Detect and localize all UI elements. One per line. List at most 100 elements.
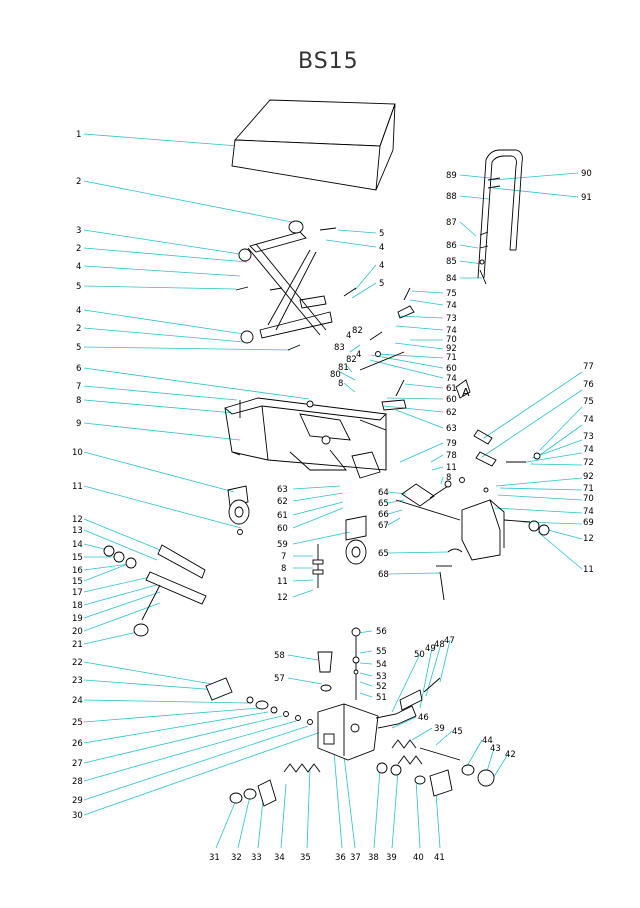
label-8: 8 — [76, 396, 81, 406]
label-6: 6 — [76, 364, 81, 374]
label-63: 63 — [277, 485, 288, 495]
label-21: 21 — [72, 640, 83, 650]
label-70: 70 — [446, 335, 457, 345]
base-frame-part — [224, 397, 387, 479]
label-55: 55 — [376, 647, 387, 657]
label-74: 74 — [446, 301, 457, 311]
diagram-title: BS15 — [298, 49, 359, 74]
label-5: 5 — [379, 229, 384, 239]
label-44: 44 — [482, 736, 493, 746]
label-92: 92 — [446, 344, 457, 354]
shaft-and-washers-part — [103, 544, 207, 637]
label-33: 33 — [251, 853, 262, 863]
label-72: 72 — [583, 458, 594, 468]
label-5: 5 — [76, 282, 81, 292]
label-66: 66 — [378, 510, 389, 520]
label-76: 76 — [583, 380, 594, 390]
label-42: 42 — [505, 750, 516, 760]
label-77: 77 — [583, 362, 594, 372]
label-85: 85 — [446, 257, 457, 267]
label-27: 27 — [72, 759, 83, 769]
label-29: 29 — [72, 796, 83, 806]
leader-lines — [83, 133, 583, 849]
label-57: 57 — [274, 674, 285, 684]
label-4: 4 — [379, 261, 384, 271]
label-73: 73 — [446, 314, 457, 324]
label-4: 4 — [346, 331, 351, 341]
label-10: 10 — [72, 448, 83, 458]
label-25: 25 — [72, 718, 83, 728]
label-49: 49 — [425, 644, 436, 654]
label-89: 89 — [446, 171, 457, 181]
label-54: 54 — [376, 660, 387, 670]
label-68: 68 — [378, 570, 389, 580]
label-81: 81 — [338, 363, 349, 373]
label-34: 34 — [274, 853, 285, 863]
label-16: 16 — [72, 566, 83, 576]
label-15: 15 — [72, 577, 83, 587]
label-84: 84 — [446, 274, 457, 284]
label-46: 46 — [418, 713, 429, 723]
label-52: 52 — [376, 682, 387, 692]
rear-caster-part — [312, 515, 367, 588]
label-31: 31 — [209, 853, 220, 863]
label-18: 18 — [72, 601, 83, 611]
label-39: 39 — [434, 724, 445, 734]
label-73: 73 — [583, 432, 594, 442]
label-39: 39 — [386, 853, 397, 863]
label-50: 50 — [414, 650, 425, 660]
label-60: 60 — [277, 524, 288, 534]
label-40: 40 — [413, 853, 424, 863]
label-23: 23 — [72, 676, 83, 686]
label-61: 61 — [446, 384, 457, 394]
table-top-part — [231, 99, 396, 191]
label-82: 82 — [346, 355, 357, 365]
label-26: 26 — [72, 739, 83, 749]
label-19: 19 — [72, 614, 83, 624]
label-12: 12 — [583, 534, 594, 544]
label-4: 4 — [356, 350, 361, 360]
label-8: 8 — [446, 473, 451, 483]
axle-part — [395, 480, 463, 601]
label-56: 56 — [376, 627, 387, 637]
label-80: 80 — [330, 370, 341, 380]
label-5: 5 — [76, 343, 81, 353]
label-61: 61 — [277, 511, 288, 521]
label-11: 11 — [72, 482, 83, 492]
label-78: 78 — [446, 451, 457, 461]
label-67: 67 — [378, 521, 389, 531]
label-8: 8 — [338, 379, 343, 389]
label-65: 65 — [378, 549, 389, 559]
handle-part — [477, 149, 523, 285]
label-37: 37 — [350, 853, 361, 863]
label-3: 3 — [76, 226, 81, 236]
label-8: 8 — [281, 564, 286, 574]
pump-cylinder-part — [205, 677, 495, 807]
label-7: 7 — [281, 552, 286, 562]
label-60: 60 — [446, 364, 457, 374]
label-82: 82 — [352, 326, 363, 336]
label-63: 63 — [446, 424, 457, 434]
label-11: 11 — [583, 565, 594, 575]
label-47: 47 — [444, 636, 455, 646]
front-caster-part — [227, 485, 250, 535]
label-4: 4 — [76, 306, 81, 316]
label-75: 75 — [583, 397, 594, 407]
label-2: 2 — [76, 244, 81, 254]
label-62: 62 — [446, 408, 457, 418]
label-22: 22 — [72, 658, 83, 668]
label-48: 48 — [434, 640, 445, 650]
label-14: 14 — [72, 540, 83, 550]
label-1: 1 — [76, 130, 81, 140]
label-35: 35 — [300, 853, 311, 863]
label-4: 4 — [379, 243, 384, 253]
label-71: 71 — [583, 484, 594, 494]
label-53: 53 — [376, 672, 387, 682]
label-11: 11 — [277, 577, 288, 587]
label-58: 58 — [274, 651, 285, 661]
pump-assembly-right-part — [459, 429, 550, 561]
label-65: 65 — [378, 499, 389, 509]
label-17: 17 — [72, 588, 83, 598]
label-74: 74 — [583, 415, 594, 425]
